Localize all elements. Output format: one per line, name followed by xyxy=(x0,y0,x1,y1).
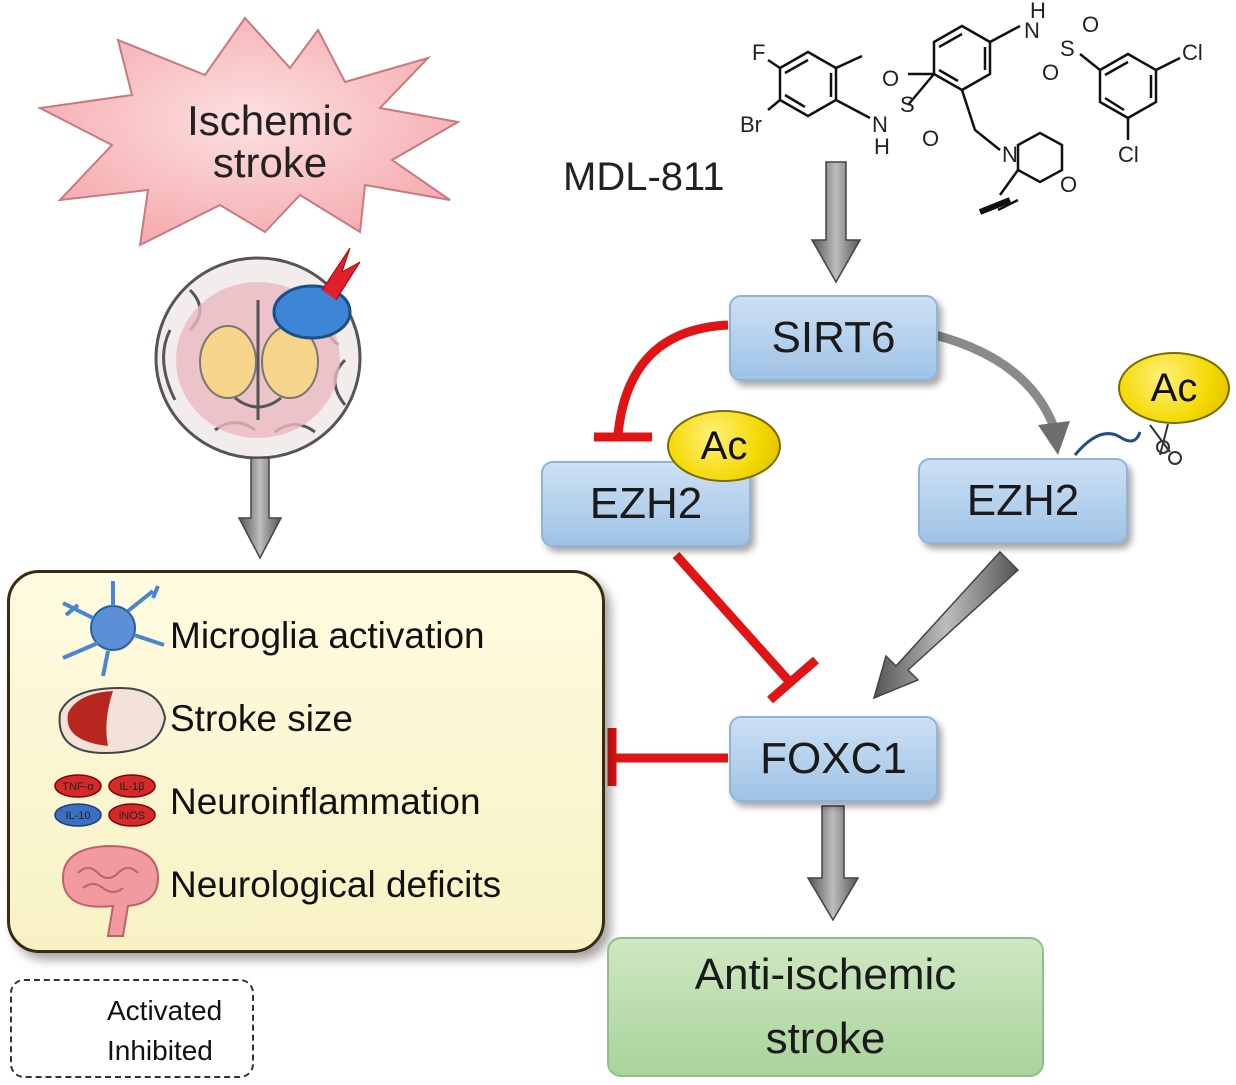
cytokine-il1b: IL-1β xyxy=(119,781,144,793)
atom-Br: Br xyxy=(740,112,762,137)
trigger-line2: stroke xyxy=(212,139,328,186)
ischemic-stroke-burst xyxy=(36,16,461,247)
atom-H2: H xyxy=(1030,0,1046,23)
trigger-label: Ischemic stroke xyxy=(150,100,390,184)
result-line2: stroke xyxy=(765,1014,886,1063)
arrow-foxc1-to-result xyxy=(806,805,860,922)
node-ezh2-deacetylated: EZH2 xyxy=(918,458,1128,544)
atom-S1: S xyxy=(900,92,915,117)
scissors-icon xyxy=(1073,423,1182,465)
compound-name: MDL-811 xyxy=(563,155,725,199)
atom-S2: S xyxy=(1060,36,1075,61)
legend: Activated Inhibited xyxy=(10,979,254,1078)
node-foxc1: FOXC1 xyxy=(729,716,938,802)
atom-Cl1: Cl xyxy=(1182,40,1203,65)
outcome-stroke-size: Stroke size xyxy=(170,698,354,739)
atom-O4: O xyxy=(1082,12,1100,37)
result-anti-ischemic-stroke: Anti-ischemic stroke xyxy=(607,937,1044,1077)
acetyl-badge-right: Ac xyxy=(1118,352,1230,424)
node-sirt6: SIRT6 xyxy=(729,295,938,381)
trigger-line1: Ischemic xyxy=(187,97,353,144)
atom-O5: O xyxy=(1060,172,1078,197)
outcome-neurological-deficits: Neurological deficits xyxy=(170,864,502,905)
inhibit-ezh2-left-to-foxc1 xyxy=(672,551,792,684)
atom-N1: N xyxy=(872,112,888,137)
activation-arrows xyxy=(237,161,1070,922)
legend-inhibited-label: Inhibited xyxy=(107,1035,213,1066)
atom-F: F xyxy=(752,40,766,65)
inhibition-lines xyxy=(594,320,819,786)
arrow-sirt6-to-ezh2-right xyxy=(930,330,1060,435)
acetyl-badge-left: Ac xyxy=(667,410,781,482)
infarct-slice-icon xyxy=(58,686,167,755)
atom-N3: N xyxy=(1002,142,1018,167)
cytokine-inos: iNOS xyxy=(119,810,145,822)
result-line1: Anti-ischemic xyxy=(694,950,957,999)
cytokine-il10: IL-10 xyxy=(65,810,90,822)
atom-O2: O xyxy=(922,126,940,151)
atom-O3: O xyxy=(1042,60,1060,85)
atom-O1: O xyxy=(882,66,900,91)
microglia-icon xyxy=(62,581,165,677)
inhibit-sirt6-to-ezh2-left xyxy=(613,320,729,436)
outcome-microglia-activation: Microglia activation xyxy=(170,615,485,656)
arrow-mdl811-to-sirt6 xyxy=(810,161,862,284)
outcome-icons: TNF-α IL-1β IL-10 iNOS xyxy=(54,581,167,937)
cytokine-icons: TNF-α IL-1β IL-10 iNOS xyxy=(54,774,156,827)
atom-H1: H xyxy=(874,134,890,159)
brain-icon xyxy=(61,844,160,937)
mdl811-structure xyxy=(767,24,1181,215)
atom-N2: N xyxy=(1024,18,1040,43)
arrow-brain-to-outcomes xyxy=(237,457,283,560)
atom-Cl2: Cl xyxy=(1118,142,1139,167)
brain-coronal-icon xyxy=(154,247,362,460)
arrow-ezh2-right-to-foxc1 xyxy=(872,550,1020,700)
cytokine-tnf: TNF-α xyxy=(62,781,94,793)
stroke-outcomes-panel: TNF-α IL-1β IL-10 iNOS Microglia activat… xyxy=(7,570,605,953)
outcome-neuroinflammation: Neuroinflammation xyxy=(170,781,481,822)
legend-activated-label: Activated xyxy=(107,995,223,1026)
